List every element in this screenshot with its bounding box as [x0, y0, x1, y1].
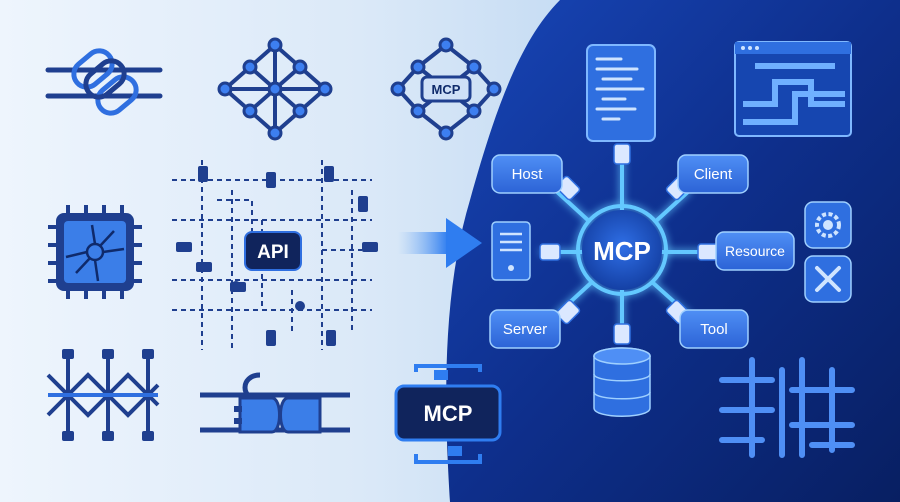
node-server-label: Server: [503, 321, 547, 338]
node-tool-label: Tool: [700, 321, 728, 338]
chip-icon: [48, 205, 142, 299]
flow-arrow: [398, 218, 482, 268]
database-icon: [593, 347, 651, 417]
mcp-network-label: MCP: [432, 82, 461, 97]
node-tool: Tool: [679, 309, 749, 349]
hub-label: MCP: [593, 236, 651, 266]
node-host: Host: [491, 154, 563, 194]
node-server: Server: [489, 309, 561, 349]
pipeline-icon: [719, 357, 855, 458]
network-mesh-icon: [217, 37, 333, 141]
api-badge: [244, 231, 302, 271]
api-label: API: [257, 242, 289, 263]
hub-circle: [582, 210, 662, 290]
mcp-box-label: MCP: [424, 401, 473, 426]
node-resource-label: Resource: [725, 243, 785, 259]
mcp-box-icon: [394, 364, 502, 464]
node-client-label: Client: [694, 166, 733, 183]
gear-icon: [804, 201, 852, 249]
mcp-network-icon: [390, 37, 502, 141]
plug-mesh-icon: [46, 349, 160, 441]
plug-connector-icon: [200, 372, 350, 434]
node-client: Client: [677, 154, 749, 194]
api-circuit-plugs: [176, 166, 378, 346]
code-document-icon: [586, 44, 656, 142]
chain-link-icon: [45, 48, 163, 116]
wrench-icon: [804, 255, 852, 303]
node-resource: Resource: [715, 231, 795, 271]
hub-glow-ring: [576, 204, 668, 296]
node-host-label: Host: [512, 166, 544, 183]
pipe-window-icon: [734, 41, 852, 137]
server-tower-icon: [491, 221, 531, 281]
